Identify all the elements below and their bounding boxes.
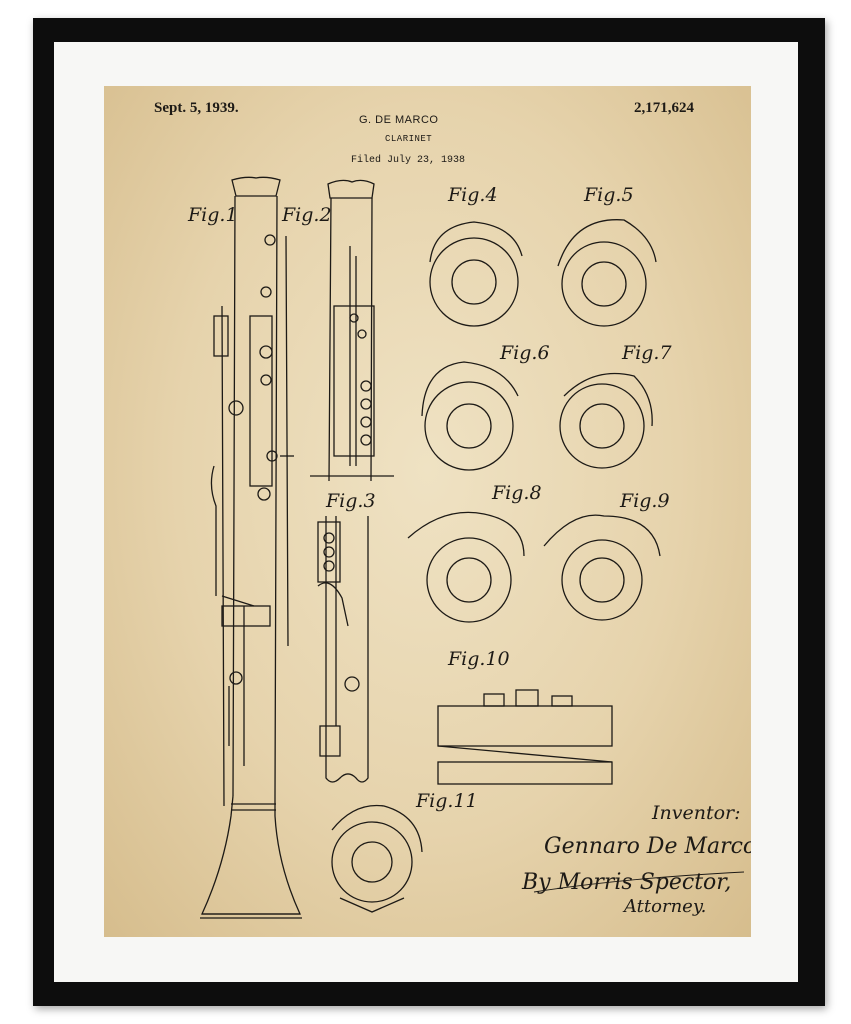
inventor-signature: Gennaro De Marco, — [544, 834, 751, 859]
figure-label: Fig.8 — [492, 482, 542, 504]
fig1-clarinet-drawing — [200, 176, 302, 919]
figure-label: Fig.6 — [500, 342, 550, 364]
figure-label: Fig.10 — [448, 648, 510, 670]
fig6-ring — [421, 361, 519, 471]
attorney-caption: Attorney. — [624, 896, 707, 917]
patent-inventor-header: G. DE MARCO — [359, 114, 439, 126]
fig10-section — [437, 689, 613, 785]
figure-label: Fig.7 — [622, 342, 672, 364]
figure-label: Fig.2 — [282, 204, 332, 226]
patent-title: CLARINET — [385, 134, 433, 144]
patent-print: Sept. 5, 1939. 2,171,624 G. DE MARCO CLA… — [104, 86, 751, 937]
fig7-ring — [559, 372, 653, 469]
fig11-ring — [331, 804, 423, 913]
figure-label: Fig.4 — [448, 184, 498, 206]
figure-label: Fig.9 — [620, 490, 670, 512]
figure-label: Fig.1 — [188, 204, 238, 226]
fig8-ring — [407, 511, 525, 623]
fig3-clarinet-section — [317, 516, 369, 783]
fig2-clarinet-section — [310, 179, 394, 482]
patent-number: 2,171,624 — [634, 100, 694, 116]
figure-label: Fig.5 — [584, 184, 634, 206]
fig4-ring — [429, 221, 523, 327]
figure-label: Fig.3 — [326, 490, 376, 512]
patent-date: Sept. 5, 1939. — [154, 100, 239, 116]
figure-label: Fig.11 — [416, 790, 478, 812]
fig9-ring — [543, 514, 661, 621]
signature-caption: Inventor: — [652, 802, 741, 824]
fig5-ring — [557, 219, 657, 327]
patent-filed-date: Filed July 23, 1938 — [351, 155, 466, 166]
attorney-signature: By Morris Spector, — [522, 870, 732, 895]
patent-drawing — [200, 176, 745, 919]
